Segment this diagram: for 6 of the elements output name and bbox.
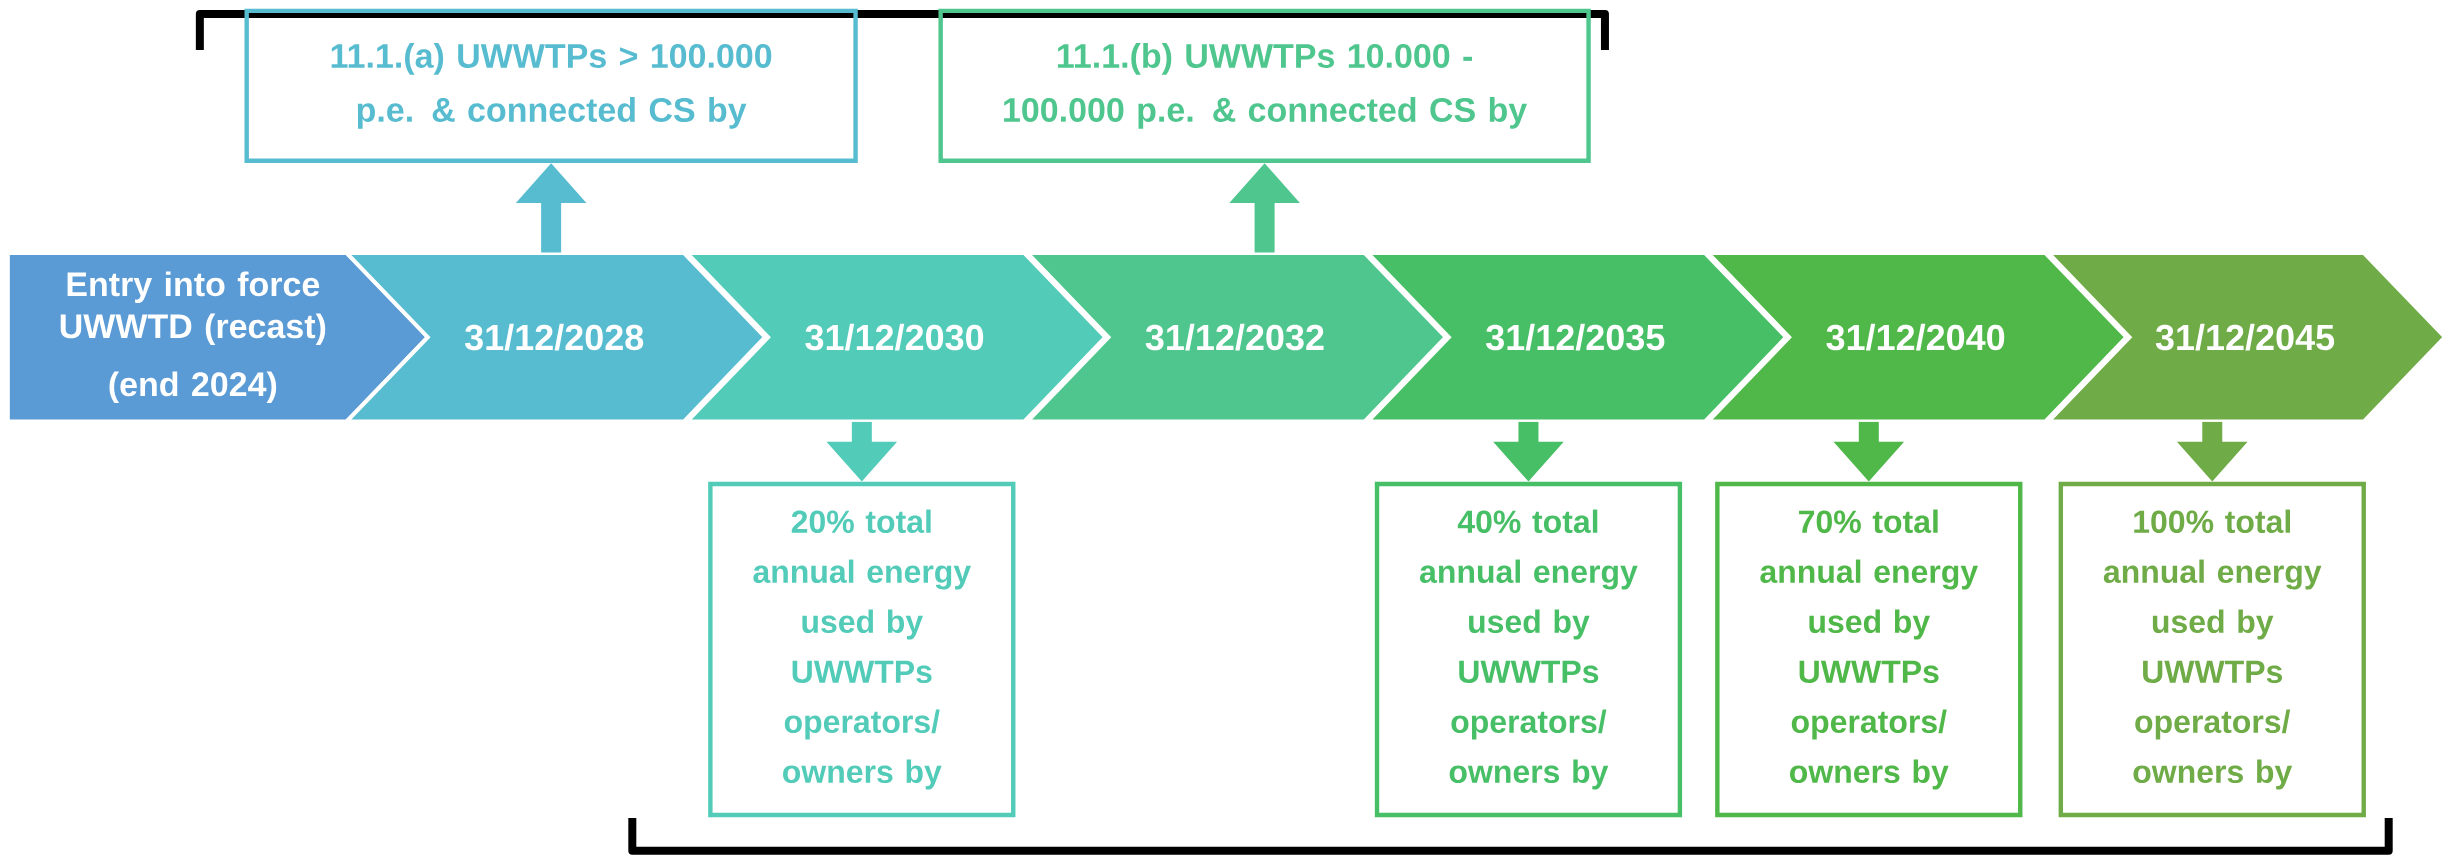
text-box: 100% total annual energy used by UWWTPs operators/ owners by xyxy=(2058,481,2366,818)
text-box: 40% total annual energy used by UWWTPs operators/ owners by xyxy=(1374,481,1683,818)
text-box: 20% total annual energy used by UWWTPs operators/ owners by xyxy=(708,481,1016,818)
text-box: 11.1.(b) UWWTPs 10.000 - 100.000 p.e. & connected CS by xyxy=(938,8,1591,163)
text-box: 70% total annual energy used by UWWTPs operators/ owners by xyxy=(1715,481,2023,818)
text-box: 11.1.(a) UWWTPs > 100.000 p.e. & connected CS by xyxy=(244,8,858,163)
